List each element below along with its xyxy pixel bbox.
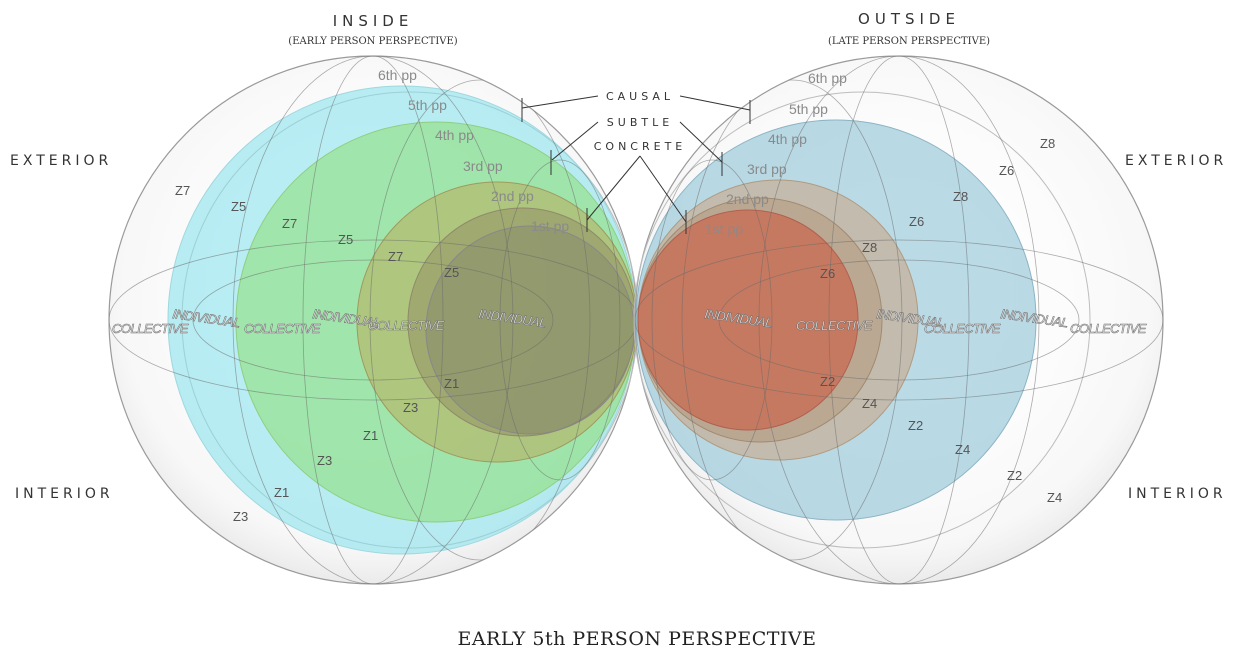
right-zone-label: Z2: [820, 374, 835, 389]
left-1st-sphere: [425, 225, 635, 435]
inside-header: INSIDE: [333, 12, 414, 30]
left-zone-label: Z1: [444, 376, 459, 391]
right-zone-label: Z8: [862, 240, 877, 255]
right-pp-label: 6th pp: [808, 70, 847, 86]
right-pp-label: 3rd pp: [747, 161, 787, 177]
right-zone-label: Z8: [1040, 136, 1055, 151]
right-pp-label: 1st pp: [705, 221, 743, 237]
left-zone-label: Z3: [233, 509, 248, 524]
right-ring-label: COLLECTIVE: [796, 318, 873, 333]
left-zone-label: Z7: [388, 249, 403, 264]
outside-header: OUTSIDE: [858, 10, 960, 28]
left-ring-label: COLLECTIVE: [368, 318, 445, 333]
left-pp-label: 2nd pp: [491, 188, 534, 204]
left-sphere-group: [108, 55, 639, 585]
left-zone-label: Z1: [274, 485, 289, 500]
inside-subheader: (EARLY PERSON PERSPECTIVE): [288, 36, 457, 47]
callout-lines: [521, 95, 751, 234]
left-zone-label: Z3: [317, 453, 332, 468]
left-pp-label: 1st pp: [531, 218, 569, 234]
outside-subheader: (LATE PERSON PERSPECTIVE): [828, 36, 990, 47]
interior-left-label: INTERIOR: [15, 486, 114, 502]
right-zone-label: Z8: [953, 189, 968, 204]
left-zone-label: Z5: [338, 232, 353, 247]
right-zone-label: Z6: [820, 266, 835, 281]
causal-label: CAUSAL: [606, 90, 674, 103]
left-zone-label: Z1: [363, 428, 378, 443]
subtle-label: SUBTLE: [607, 116, 673, 129]
left-pp-label: 4th pp: [435, 127, 474, 143]
right-ring-label: INDIVIDUAL: [704, 306, 774, 330]
right-1st-red-sphere: [637, 209, 859, 431]
right-ring-label: COLLECTIVE: [1070, 321, 1147, 336]
right-zone-label: Z4: [955, 442, 970, 457]
interior-right-label: INTERIOR: [1128, 486, 1227, 502]
left-zone-label: Z5: [231, 199, 246, 214]
exterior-right-label: EXTERIOR: [1125, 153, 1227, 169]
right-pp-label: 4th pp: [768, 131, 807, 147]
left-pp-label: 5th pp: [408, 97, 447, 113]
right-zone-label: Z2: [908, 418, 923, 433]
left-zone-label: Z7: [175, 183, 190, 198]
left-pp-label: 6th pp: [378, 67, 417, 83]
right-zone-label: Z6: [909, 214, 924, 229]
diagram-title: EARLY 5th PERSON PERSPECTIVE: [457, 628, 816, 650]
concrete-label: CONCRETE: [594, 140, 687, 153]
left-ring-label: COLLECTIVE: [112, 321, 189, 336]
right-zone-label: Z2: [1007, 468, 1022, 483]
right-zone-label: Z4: [1047, 490, 1062, 505]
left-zone-label: Z7: [282, 216, 297, 231]
left-zone-label: Z5: [444, 265, 459, 280]
right-zone-label: Z6: [999, 163, 1014, 178]
right-pp-label: 5th pp: [789, 101, 828, 117]
left-ring-label: COLLECTIVE: [244, 321, 321, 336]
right-pp-label: 2nd pp: [726, 191, 769, 207]
right-zone-label: Z4: [862, 396, 877, 411]
right-6th-sphere: [633, 91, 1091, 549]
right-ring-label: COLLECTIVE: [924, 321, 1001, 336]
exterior-left-label: EXTERIOR: [10, 153, 112, 169]
left-zone-label: Z3: [403, 400, 418, 415]
right-sphere-group: [633, 55, 1164, 585]
left-pp-label: 3rd pp: [463, 158, 503, 174]
